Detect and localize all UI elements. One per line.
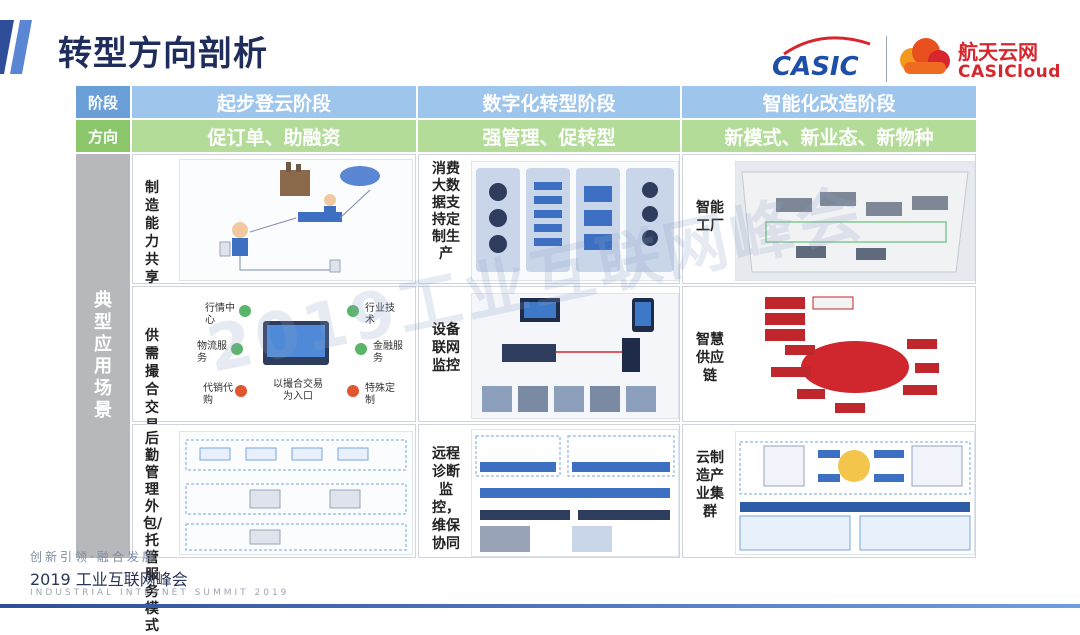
- side-label-column: 典型应用场景: [76, 154, 130, 558]
- row2-col1-label: 供需撮合交易: [145, 328, 159, 434]
- footer-slogan: 创新引领·融合发展: [30, 550, 157, 564]
- header-stage-label: 阶段: [76, 86, 130, 118]
- supply-item-consign: 代销代购: [203, 383, 233, 406]
- supply-item-industry-tech: 行业技术: [365, 303, 395, 326]
- casic-logo: CASIC: [772, 34, 882, 84]
- row2-col3-label: 智慧供应链: [696, 332, 724, 384]
- transformation-table: 阶段 起步登云阶段 数字化转型阶段 智能化改造阶段 方向 促订单、助融资 强管理…: [76, 86, 976, 634]
- direction-header-3: 新模式、新业态、新物种: [682, 120, 976, 152]
- direction-header-1: 促订单、助融资: [132, 120, 416, 152]
- cell-r2-c1: 供需撮合交易 行情中心 行业技术 物流服务 金融服务 代销代购 以撮合交易为入口…: [132, 286, 416, 434]
- stage-header-1: 起步登云阶段: [132, 86, 416, 118]
- row3-col3-label: 云制造产业集群: [696, 450, 724, 520]
- slide-title: 转型方向剖析: [58, 34, 268, 74]
- direction-header-2: 强管理、促转型: [418, 120, 680, 152]
- logistics-icon: [231, 343, 243, 355]
- cell-r1-c2: 消费大数据支持定制生产: [418, 154, 680, 284]
- cell-r2-c3: 智慧供应链: [682, 286, 976, 422]
- finance-icon: [355, 343, 367, 355]
- supply-item-logistics: 物流服务: [197, 341, 227, 364]
- cell-r3-c2: 远程诊断监控，维保协同: [418, 424, 680, 558]
- row2-col2-label: 设备联网监控: [432, 322, 460, 374]
- market-center-icon: [239, 305, 251, 317]
- cell-r3-c1: 后勤管理外包/托管服务模式: [132, 424, 416, 634]
- row1-col3-label: 智能工厂: [696, 200, 724, 234]
- casicloud-logo-en: CASICloud: [958, 62, 1061, 82]
- cell-r1-c3: 智能工厂: [682, 154, 976, 284]
- row1-col2-label: 消费大数据支持定制生产: [432, 161, 460, 262]
- device-monitoring-diagram: [471, 293, 679, 419]
- consumer-bigdata-diagram: [471, 161, 679, 281]
- cloud-manufacturing-cluster-diagram: [735, 431, 975, 555]
- smart-supply-chain-diagram: [735, 293, 973, 417]
- footer-event-name-en: INDUSTRIAL INTERNET SUMMIT 2019: [30, 588, 290, 598]
- consign-icon: [235, 385, 247, 397]
- header-direction-label: 方向: [76, 120, 130, 152]
- cell-r3-c3: 云制造产业集群: [682, 424, 976, 558]
- supply-item-custom: 特殊定制: [365, 383, 395, 406]
- cell-r2-c2: 设备联网监控: [418, 286, 680, 422]
- casicloud-logo-cn: 航天云网: [958, 40, 1038, 64]
- casic-logo-text: CASIC: [772, 52, 859, 82]
- row1-col1-label: 制造能力共享: [145, 180, 159, 286]
- supply-item-market-center: 行情中心: [205, 303, 235, 326]
- logistics-outsourcing-diagram: [179, 431, 413, 555]
- cloud-logo-icon: [900, 38, 950, 74]
- bottom-accent-line: [0, 604, 1080, 608]
- industry-tech-icon: [347, 305, 359, 317]
- corner-stripe-decoration: [0, 20, 32, 74]
- casic-swoosh-icon: [783, 36, 871, 56]
- stage-header-3: 智能化改造阶段: [682, 86, 976, 118]
- platform-screen: [263, 321, 329, 365]
- manufacturing-sharing-diagram: [179, 159, 413, 281]
- casicloud-logo: 航天云网 CASICloud: [896, 34, 1066, 84]
- cell-r1-c1: 制造能力共享: [132, 154, 416, 286]
- footer-event-name: 2019 工业互联网峰会: [30, 570, 188, 589]
- side-label-text: 典型应用场景: [94, 290, 112, 421]
- remote-diagnosis-diagram: [471, 429, 679, 557]
- smart-factory-image: [735, 161, 975, 281]
- logo-separator: [886, 36, 887, 82]
- supply-matching-diagram: 行情中心 行业技术 物流服务 金融服务 代销代购 以撮合交易为入口 特殊定制: [179, 291, 413, 419]
- custom-icon: [347, 385, 359, 397]
- row3-col2-label: 远程诊断监控，维保协同: [432, 446, 460, 552]
- supply-item-finance: 金融服务: [373, 341, 403, 364]
- stage-header-2: 数字化转型阶段: [418, 86, 680, 118]
- supply-item-entry: 以撮合交易为入口: [273, 379, 323, 402]
